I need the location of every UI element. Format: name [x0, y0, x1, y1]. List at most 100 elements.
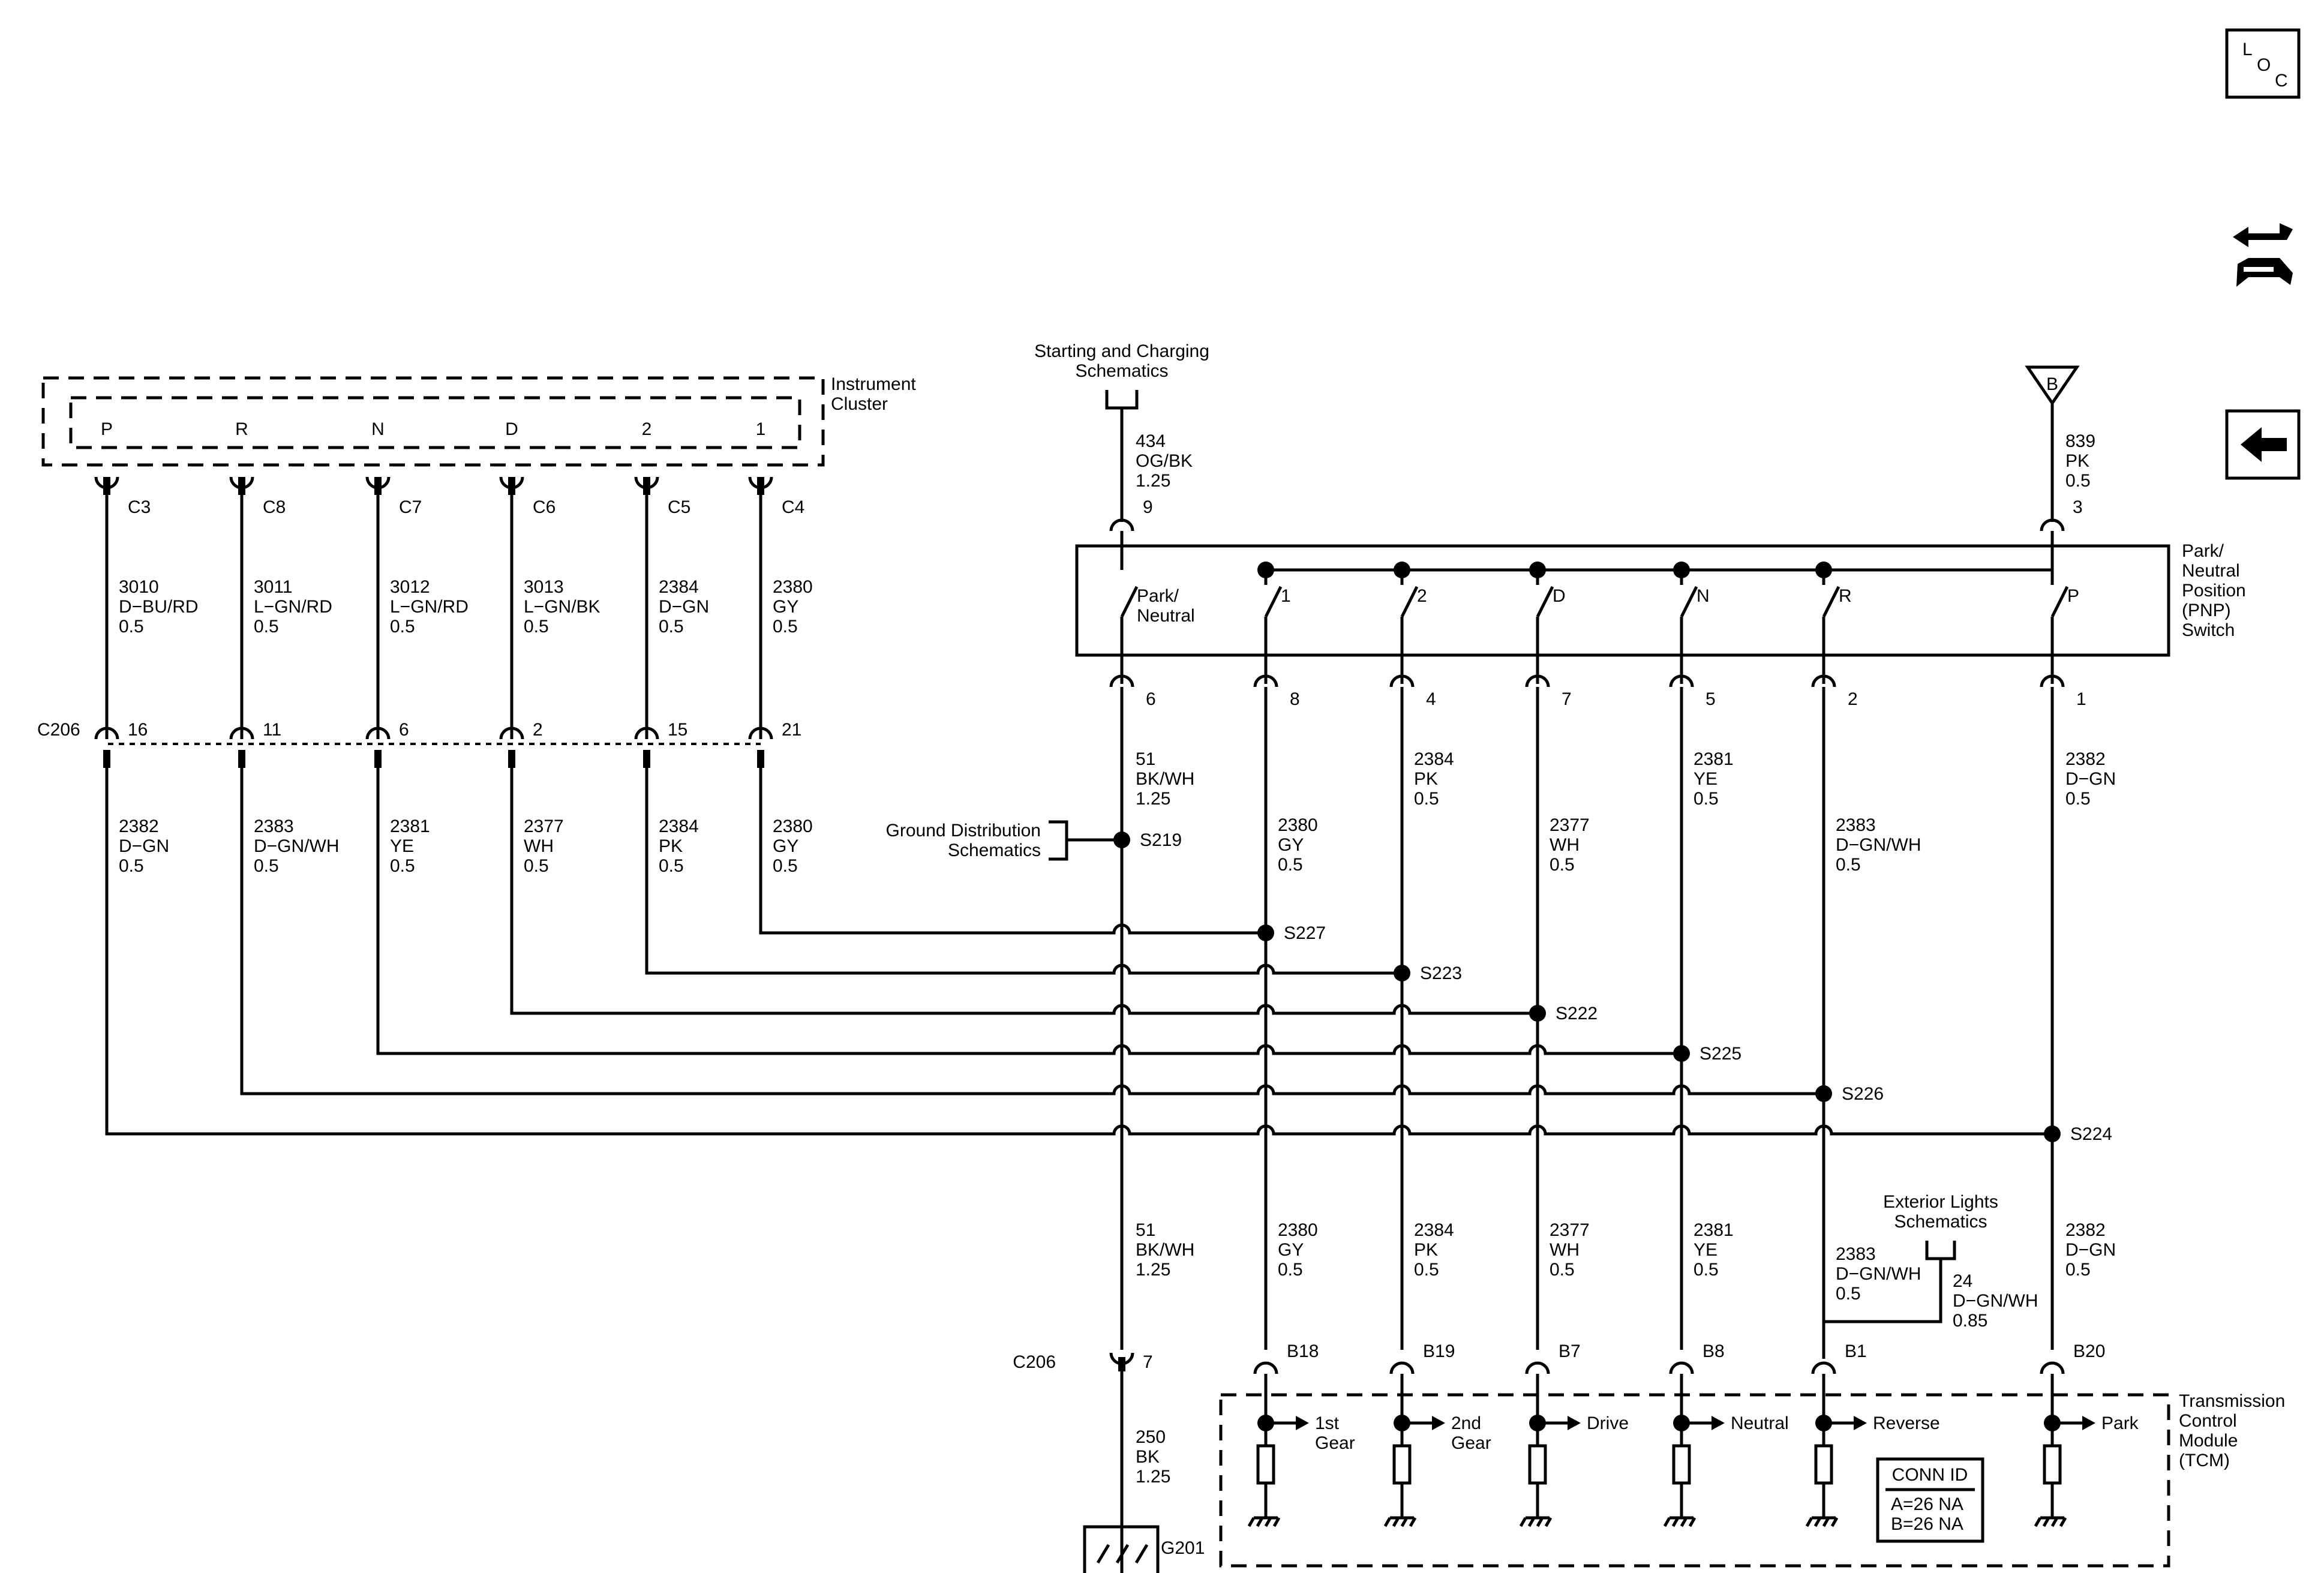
cluster-circuits: PC33010D−BU/RD0.5162382D−GN0.5RC83011L−G… — [94, 419, 813, 876]
splice-label: S226 — [1842, 1084, 1884, 1104]
input-arrow — [2082, 1416, 2095, 1430]
reference-label: Ground Distribution — [886, 821, 1041, 840]
terminal — [634, 727, 659, 740]
wire-label: 1.25 — [1136, 1260, 1170, 1280]
c206-connector: C206 — [37, 720, 761, 745]
terminal — [103, 750, 110, 768]
wire-label: D−BU/RD — [119, 597, 199, 617]
bus-junction — [1394, 562, 1410, 578]
wire-label: 3012 — [390, 577, 430, 597]
wire-label: 2382 — [2065, 1220, 2106, 1240]
b-marker: B — [2046, 374, 2058, 394]
connector-label: C206 — [37, 720, 80, 740]
ground-hash — [1247, 1517, 1281, 1527]
splice-label: S227 — [1284, 923, 1326, 943]
wire-label: 2383 — [1836, 1244, 1876, 1264]
tcm-circuits: 51BK/WH1.252380GY0.52384PK0.52377WH0.523… — [1136, 1220, 2139, 1527]
splice-label: S225 — [1700, 1044, 1742, 1064]
input-arrow — [1712, 1416, 1725, 1430]
wire-label: 1.25 — [1136, 471, 1170, 491]
wire-label: 0.5 — [524, 856, 549, 876]
pin-label: B20 — [2073, 1341, 2105, 1361]
wire-label: D−GN — [2065, 1240, 2116, 1260]
pin-label: 9 — [1143, 497, 1153, 517]
terminal — [1253, 674, 1278, 688]
wire-label: 0.5 — [659, 856, 684, 876]
input-arrow — [1568, 1416, 1581, 1430]
wire-label: L−GN/BK — [524, 597, 600, 617]
wire-label: 0.5 — [524, 617, 549, 637]
switch-contact — [1536, 586, 1554, 618]
connector-icon[interactable] — [2233, 223, 2293, 287]
wire-label: 1.25 — [1136, 789, 1170, 809]
splice-dot — [2044, 1125, 2061, 1142]
wire-label: 2381 — [1694, 1220, 1734, 1240]
wire-label: 0.5 — [2065, 1260, 2091, 1280]
terminal — [757, 750, 764, 768]
terminal — [365, 727, 391, 740]
terminal — [1253, 1361, 1278, 1374]
wire-label: 0.5 — [1550, 1260, 1575, 1280]
ground-hash — [1805, 1517, 1839, 1527]
wire-label: D−GN — [659, 597, 709, 617]
input-label: Drive — [1587, 1413, 1629, 1433]
pin-label: B1 — [1845, 1341, 1867, 1361]
splice-label: S223 — [1420, 963, 1462, 983]
wire-label: 2384 — [1414, 1220, 1454, 1240]
ground-symbol — [1083, 1525, 1160, 1573]
wire-label: D−GN/WH — [1836, 1264, 1921, 1284]
connector-label: C7 — [399, 497, 422, 517]
switch-contact-label: D — [1553, 586, 1566, 606]
loc-letter: C — [2275, 71, 2288, 91]
loc-icon[interactable]: L O C — [2225, 28, 2301, 99]
wire-label: 2382 — [119, 816, 159, 836]
wire-label: 1.25 — [1136, 1467, 1170, 1487]
connector-label: C206 — [1013, 1352, 1056, 1372]
connector-label: C3 — [128, 497, 151, 517]
pin-label: 11 — [263, 720, 281, 740]
terminal — [2040, 1361, 2065, 1374]
pin-label: 6 — [1146, 689, 1156, 709]
terminal — [1118, 1357, 1125, 1371]
wire-label: 0.5 — [254, 856, 279, 876]
switch-contact-label: 1 — [1281, 586, 1291, 606]
reference-label: Schematics — [948, 840, 1041, 860]
cluster-pin-label: R — [235, 419, 248, 439]
wire-label: 51 — [1136, 749, 1155, 769]
cross-wire — [759, 768, 1266, 935]
wire-label: 2381 — [1694, 749, 1734, 769]
ground-leg: C206 7 250 BK 1.25 G201 — [1013, 1352, 1205, 1573]
instrument-cluster-inner — [69, 396, 801, 449]
module-label: Park/ — [2182, 541, 2224, 561]
input-arrow — [1432, 1416, 1445, 1430]
resistor — [1256, 1444, 1275, 1485]
resistor — [1392, 1444, 1412, 1485]
terminal — [238, 750, 245, 768]
module-label: Neutral — [2182, 561, 2240, 581]
wire-label: 0.5 — [1278, 1260, 1303, 1280]
reference-label: Starting and Charging — [1034, 341, 1209, 361]
wire-label: 0.5 — [2065, 789, 2091, 809]
back-arrow-icon[interactable] — [2225, 409, 2301, 480]
cross-wire — [376, 768, 1682, 1055]
wire-label: WH — [524, 836, 554, 856]
pin-label: B8 — [1703, 1341, 1725, 1361]
wire-label: PK — [1414, 769, 1438, 789]
terminal — [2040, 674, 2065, 688]
pin-label: 7 — [1562, 689, 1572, 709]
wire-label: 0.5 — [1278, 855, 1303, 875]
conn-id-box — [1876, 1457, 1984, 1543]
reference-bracket — [1105, 390, 1139, 522]
wire-label: BK — [1136, 1447, 1160, 1467]
cluster-pin-label: P — [101, 419, 113, 439]
terminal — [748, 727, 773, 740]
ground-hash — [1663, 1517, 1697, 1527]
wire-label: 2384 — [659, 816, 699, 836]
wire-label: 2381 — [390, 816, 430, 836]
wire-label: 839 — [2065, 431, 2095, 451]
bus-junction — [1529, 562, 1546, 578]
wire-label: 0.5 — [1694, 1260, 1719, 1280]
module-label: Instrument — [831, 374, 916, 394]
wire-label: 2380 — [773, 577, 813, 597]
wire-label: 2377 — [1550, 1220, 1590, 1240]
